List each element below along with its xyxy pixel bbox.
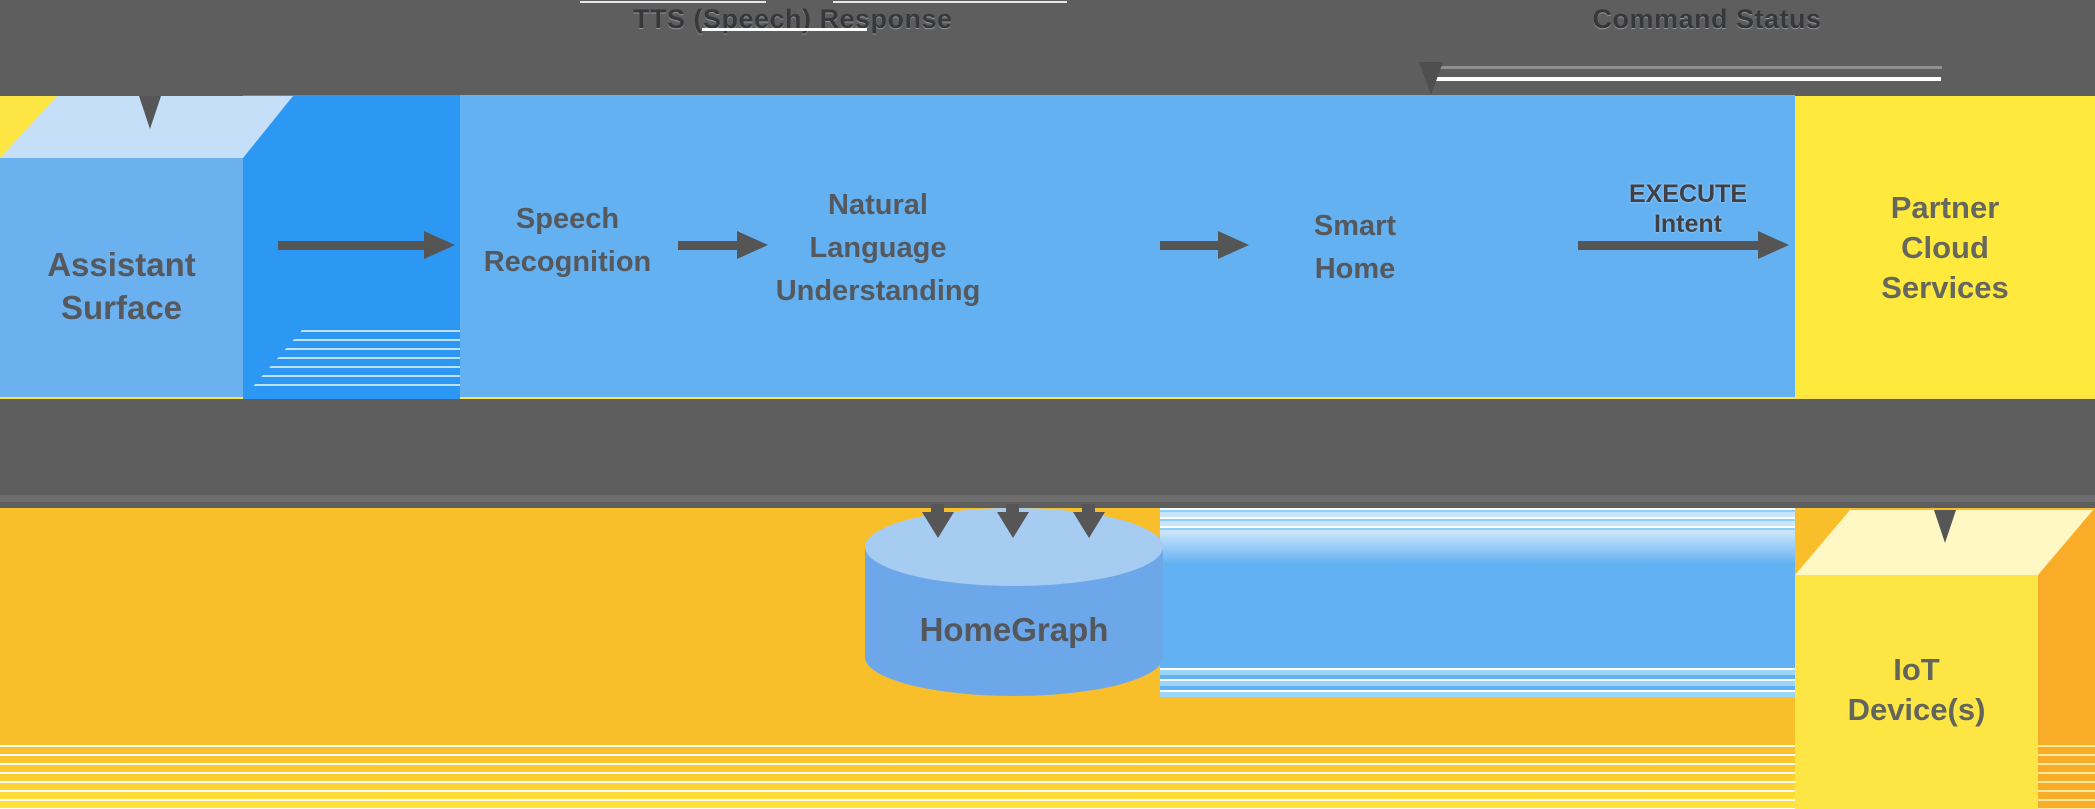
- command-status-white-line: [1433, 77, 1941, 81]
- homegraph-arrow3-head-icon: [1073, 512, 1105, 538]
- arrow-smarthome-to-partner-shaft: [1578, 241, 1758, 250]
- arrow-smarthome-to-partner-head-icon: [1758, 231, 1789, 259]
- arrow-speech-to-nlu-shaft: [678, 241, 737, 250]
- smart-home-line2: Home: [1314, 253, 1396, 285]
- middle-band-light-line: [0, 495, 2095, 502]
- homegraph-label: HomeGraph: [919, 611, 1109, 648]
- assistant-line2: Surface: [60, 289, 183, 326]
- tts-underline: [702, 28, 867, 31]
- assistant-surface-label: Assistant Surface: [0, 243, 243, 329]
- arrow-speech-to-nlu-head-icon: [737, 231, 768, 259]
- nlu-line3: Understanding: [775, 275, 981, 307]
- pipeline-side-dither-stripes: [247, 323, 460, 393]
- nlu-line1: Natural: [828, 189, 928, 221]
- partner-cloud-services-node: [1795, 96, 2095, 395]
- speech-line1: Speech: [515, 203, 620, 235]
- iot-devices-label: IoT Device(s): [1795, 650, 2038, 730]
- nlu-label: Natural Language Understanding: [748, 184, 1008, 313]
- homegraph-arrow1-head-icon: [922, 512, 954, 538]
- execute-line2: Intent: [1653, 210, 1723, 238]
- blue-backdrop-solid: [1160, 564, 1795, 664]
- homegraph-arrow2-head-icon: [997, 512, 1029, 538]
- blue-backdrop-top-stripes: [1160, 508, 1795, 532]
- execute-line1: EXECUTE: [1628, 180, 1748, 208]
- speech-recognition-label: Speech Recognition: [460, 198, 675, 284]
- top-white-line-left: [580, 1, 766, 3]
- assistant-surface-node: [0, 158, 243, 397]
- partner-cloud-services-label: Partner Cloud Services: [1795, 188, 2095, 308]
- assistant-line1: Assistant: [47, 246, 196, 283]
- smart-home-line1: Smart: [1313, 210, 1397, 242]
- lower-blue-backdrop: [1160, 508, 1795, 697]
- execute-intent-label: EXECUTE Intent: [1612, 179, 1764, 239]
- iot-side-dither-stripes: [2038, 745, 2095, 809]
- middle-overlay-band: [0, 399, 2095, 508]
- iot-line2: Device(s): [1847, 692, 1986, 727]
- partner-line3: Services: [1881, 270, 2009, 305]
- partner-line1: Partner: [1890, 190, 2000, 225]
- blue-backdrop-bottom-stripes: [1160, 664, 1795, 697]
- iot-input-arrow-icon: [1934, 510, 1956, 543]
- assistant-input-arrow-icon: [139, 96, 161, 129]
- bottom-dither-stripes: [0, 745, 2095, 809]
- top-white-line-right: [833, 1, 1067, 3]
- smart-home-label: Smart Home: [1255, 205, 1455, 291]
- arrow-assistant-to-speech-head-icon: [424, 231, 455, 259]
- command-status-arrowhead-icon: [1419, 62, 1443, 95]
- arrow-nlu-to-smarthome-head-icon: [1218, 231, 1249, 259]
- iot-line1: IoT: [1893, 652, 1940, 687]
- iot-devices-node: [1795, 575, 2038, 809]
- nlu-line2: Language: [809, 232, 947, 264]
- partner-line2: Cloud: [1901, 230, 1989, 265]
- command-status-label: Command Status: [1592, 4, 1822, 34]
- blue-backdrop-top-gradient: [1160, 532, 1795, 564]
- arrow-nlu-to-smarthome-shaft: [1160, 241, 1218, 250]
- speech-line2: Recognition: [483, 246, 652, 278]
- arrow-assistant-to-speech-shaft: [278, 241, 424, 250]
- command-status-gray-line: [1430, 66, 1942, 69]
